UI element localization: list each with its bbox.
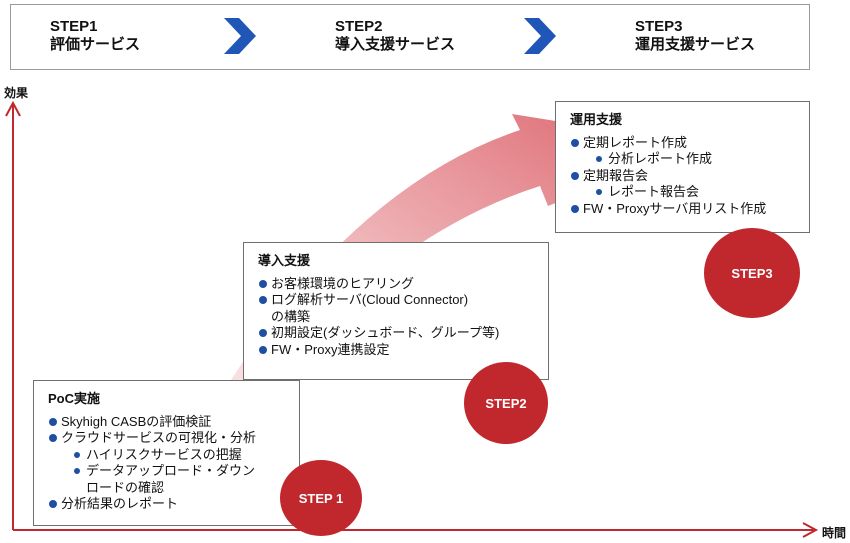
sub-list-item: ハイリスクサービスの把握 bbox=[48, 447, 289, 464]
intro-title: 導入支援 bbox=[258, 253, 311, 268]
step3-circle: STEP3 bbox=[704, 228, 800, 318]
banner-step1-title: STEP1 bbox=[50, 18, 98, 35]
sub-list-item: レポート報告会 bbox=[570, 184, 799, 201]
poc-box: PoC実施 Skyhigh CASBの評価検証 クラウドサービスの可視化・分析 … bbox=[33, 380, 300, 526]
sub-list-item: 分析レポート作成 bbox=[570, 151, 799, 168]
banner-step2-name: 導入支援サービス bbox=[335, 36, 456, 53]
sub-list-item-continued: ロードの確認 bbox=[86, 479, 165, 495]
banner-step1-name: 評価サービス bbox=[50, 36, 141, 53]
ops-title: 運用支援 bbox=[570, 112, 623, 127]
ops-box: 運用支援 定期レポート作成 分析レポート作成 定期報告会 レポート報告会 FW・… bbox=[555, 101, 810, 233]
step-banner bbox=[10, 4, 810, 70]
list-item: FW・Proxyサーバ用リスト作成 bbox=[570, 201, 799, 218]
list-item: 初期設定(ダッシュボード、グループ等) bbox=[258, 325, 538, 342]
poc-title: PoC実施 bbox=[48, 391, 101, 406]
list-item-continued: の構築 bbox=[271, 308, 311, 324]
step1-circle: STEP 1 bbox=[280, 460, 362, 536]
banner-step3: STEP3 運用支援サービス bbox=[635, 18, 755, 54]
list-item: ログ解析サーバ(Cloud Connector) bbox=[258, 292, 538, 309]
banner-step3-title: STEP3 bbox=[635, 18, 683, 35]
y-axis-arrowhead bbox=[5, 100, 21, 117]
list-item: 定期レポート作成 bbox=[570, 135, 799, 152]
list-item: FW・Proxy連携設定 bbox=[258, 342, 538, 359]
list-item: Skyhigh CASBの評価検証 bbox=[48, 414, 289, 431]
banner-step2-title: STEP2 bbox=[335, 18, 383, 35]
x-axis-arrowhead bbox=[802, 522, 819, 538]
banner-step1: STEP1 評価サービス bbox=[50, 18, 140, 54]
intro-box: 導入支援 お客様環境のヒアリング ログ解析サーバ(Cloud Connector… bbox=[243, 242, 549, 380]
list-item: クラウドサービスの可視化・分析 bbox=[48, 430, 289, 447]
banner-step2: STEP2 導入支援サービス bbox=[335, 18, 455, 54]
list-item: お客様環境のヒアリング bbox=[258, 276, 538, 293]
list-item: 分析結果のレポート bbox=[48, 496, 289, 513]
y-axis-label: 効果 bbox=[4, 86, 29, 100]
list-item: 定期報告会 bbox=[570, 168, 799, 185]
chevron-right-icon bbox=[524, 18, 556, 54]
sub-list-item: データアップロード・ダウン bbox=[48, 463, 289, 480]
banner-step3-name: 運用支援サービス bbox=[635, 36, 756, 53]
chevron-right-icon bbox=[224, 18, 256, 54]
step2-circle: STEP2 bbox=[464, 362, 548, 444]
x-axis-label: 時間 bbox=[822, 526, 847, 540]
